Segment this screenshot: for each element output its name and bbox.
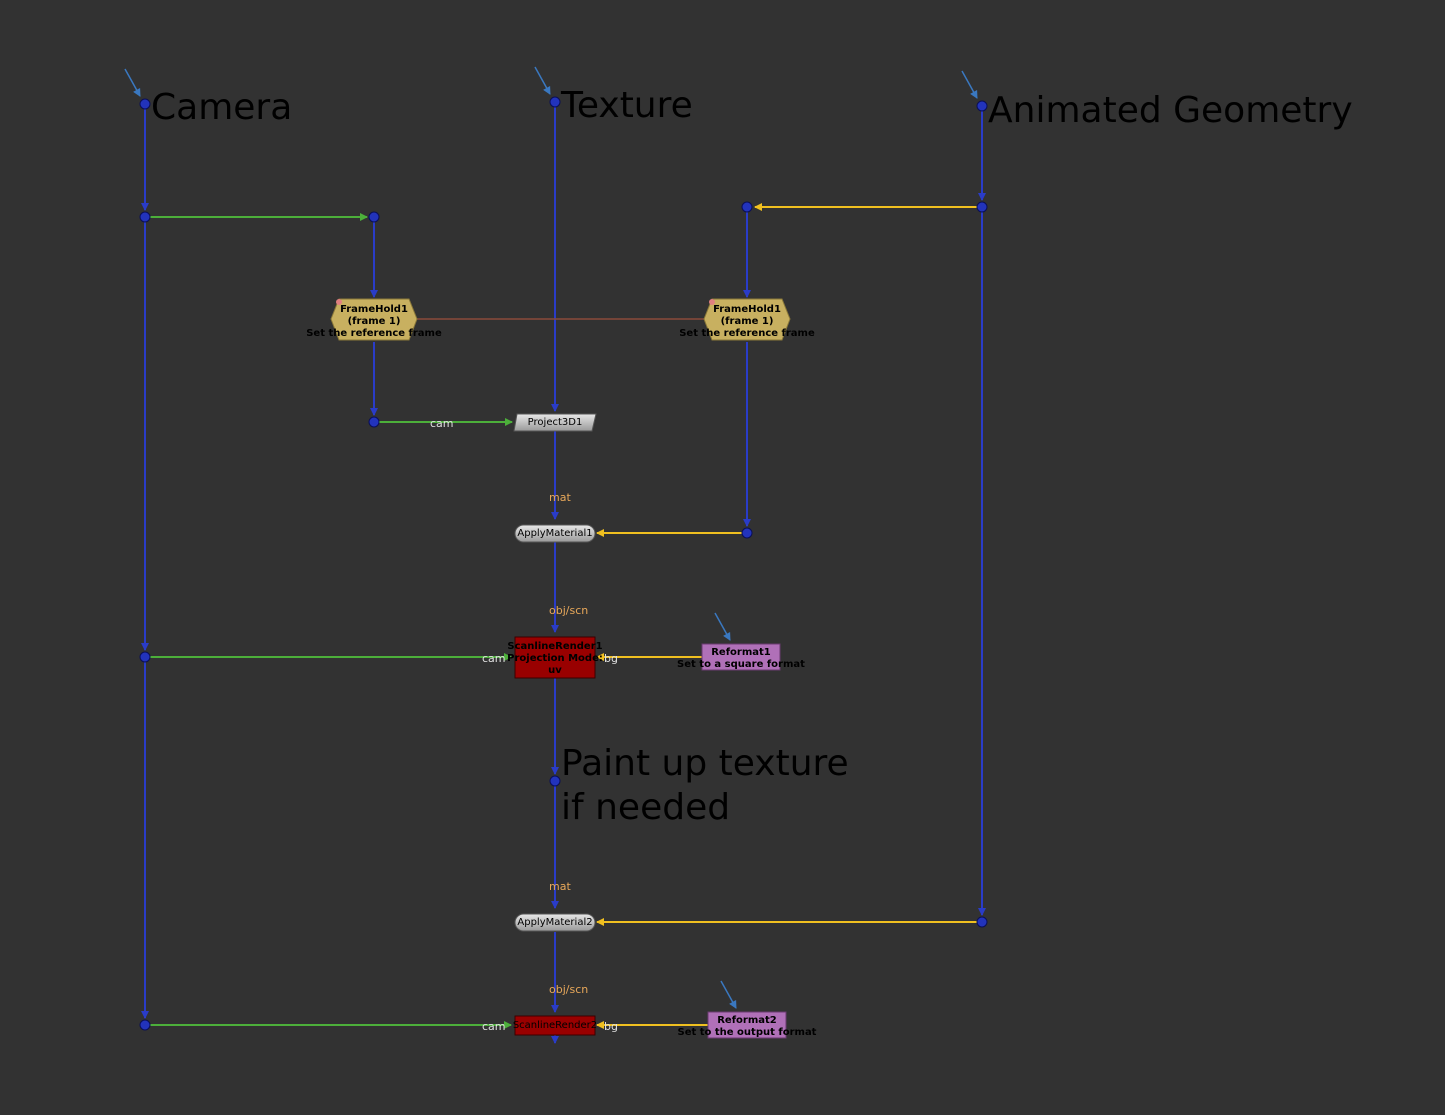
applymaterial2-label: ApplyMaterial2 [517,917,593,928]
scanline1-node[interactable] [514,636,596,679]
input-arrows [124,66,978,1009]
dots [139,96,988,1031]
framehold-left-note: Set the reference frame [306,328,442,339]
pipes-main [141,106,986,1044]
edge-label-cam: cam [482,1020,506,1033]
reformat2-note: Set to the output format [677,1027,817,1038]
expression-indicator [336,299,342,305]
dot-camera-branch[interactable] [368,211,380,223]
scanline1-mode-value: uv [548,665,562,676]
dot-geometry-input[interactable] [976,100,988,112]
dot-paint[interactable] [549,775,561,787]
scanline1-mode: Projection Mode: [507,653,603,664]
edge-label-cam: cam [482,652,506,665]
edge-label-mat: mat [549,880,571,893]
framehold-node-camera[interactable] [330,298,418,341]
edge-label-mat: mat [549,491,571,504]
input-arrow [714,612,731,641]
reformat2-node[interactable] [707,1011,787,1039]
framehold-left-name: FrameHold1 [340,304,408,315]
dot-camera-out[interactable] [139,1019,151,1031]
scanline2-node[interactable] [514,1015,596,1036]
label-camera: Camera [151,87,293,128]
dot-camera-split[interactable] [139,211,151,223]
pipes-geometry [596,203,982,1029]
dot-framehold-geo-out[interactable] [741,527,753,539]
expression-indicator [709,299,715,305]
edge-label-bg: bg [604,1020,618,1033]
reformat1-note: Set to a square format [677,659,805,670]
input-arrow [534,66,551,95]
dot-framehold-cam-out[interactable] [368,416,380,428]
framehold-right-value: (frame 1) [720,316,774,327]
applymaterial2-node[interactable] [514,913,596,932]
label-paint-line1: Paint up texture [561,743,849,784]
label-paint-line2: if needed [561,787,731,828]
edge-label-objscn: obj/scn [549,604,589,617]
scanline1-name: ScanlineRender1 [507,641,603,652]
scanline2-name: ScanlineRender2 [512,1020,598,1031]
dot-geometry-split[interactable] [976,201,988,213]
dot-camera-input[interactable] [139,98,151,110]
framehold-left-value: (frame 1) [347,316,401,327]
framehold-node-geometry[interactable] [703,298,791,341]
edge-label-cam: cam [430,417,454,430]
framehold-right-name: FrameHold1 [713,304,781,315]
input-arrow [961,70,978,99]
input-arrow [124,68,141,97]
pipes-camera [145,213,513,1029]
dot-texture-input[interactable] [549,96,561,108]
input-arrow [720,980,737,1009]
label-texture: Texture [561,85,693,126]
reformat2-name: Reformat2 [717,1015,777,1026]
applymaterial1-label: ApplyMaterial1 [517,528,593,539]
reformat1-node[interactable] [701,643,781,671]
applymaterial1-node[interactable] [514,524,596,543]
dot-camera-split[interactable] [139,651,151,663]
project3d-label: Project3D1 [527,417,583,428]
framehold-right-note: Set the reference frame [679,328,815,339]
dot-geometry-out[interactable] [976,916,988,928]
project3d-node[interactable] [513,413,597,432]
reformat1-name: Reformat1 [711,647,771,658]
label-animated-geometry: Animated Geometry [988,90,1353,131]
edge-label-bg: bg [604,652,618,665]
edge-label-objscn: obj/scn [549,983,589,996]
dot-geometry-branch[interactable] [741,201,753,213]
